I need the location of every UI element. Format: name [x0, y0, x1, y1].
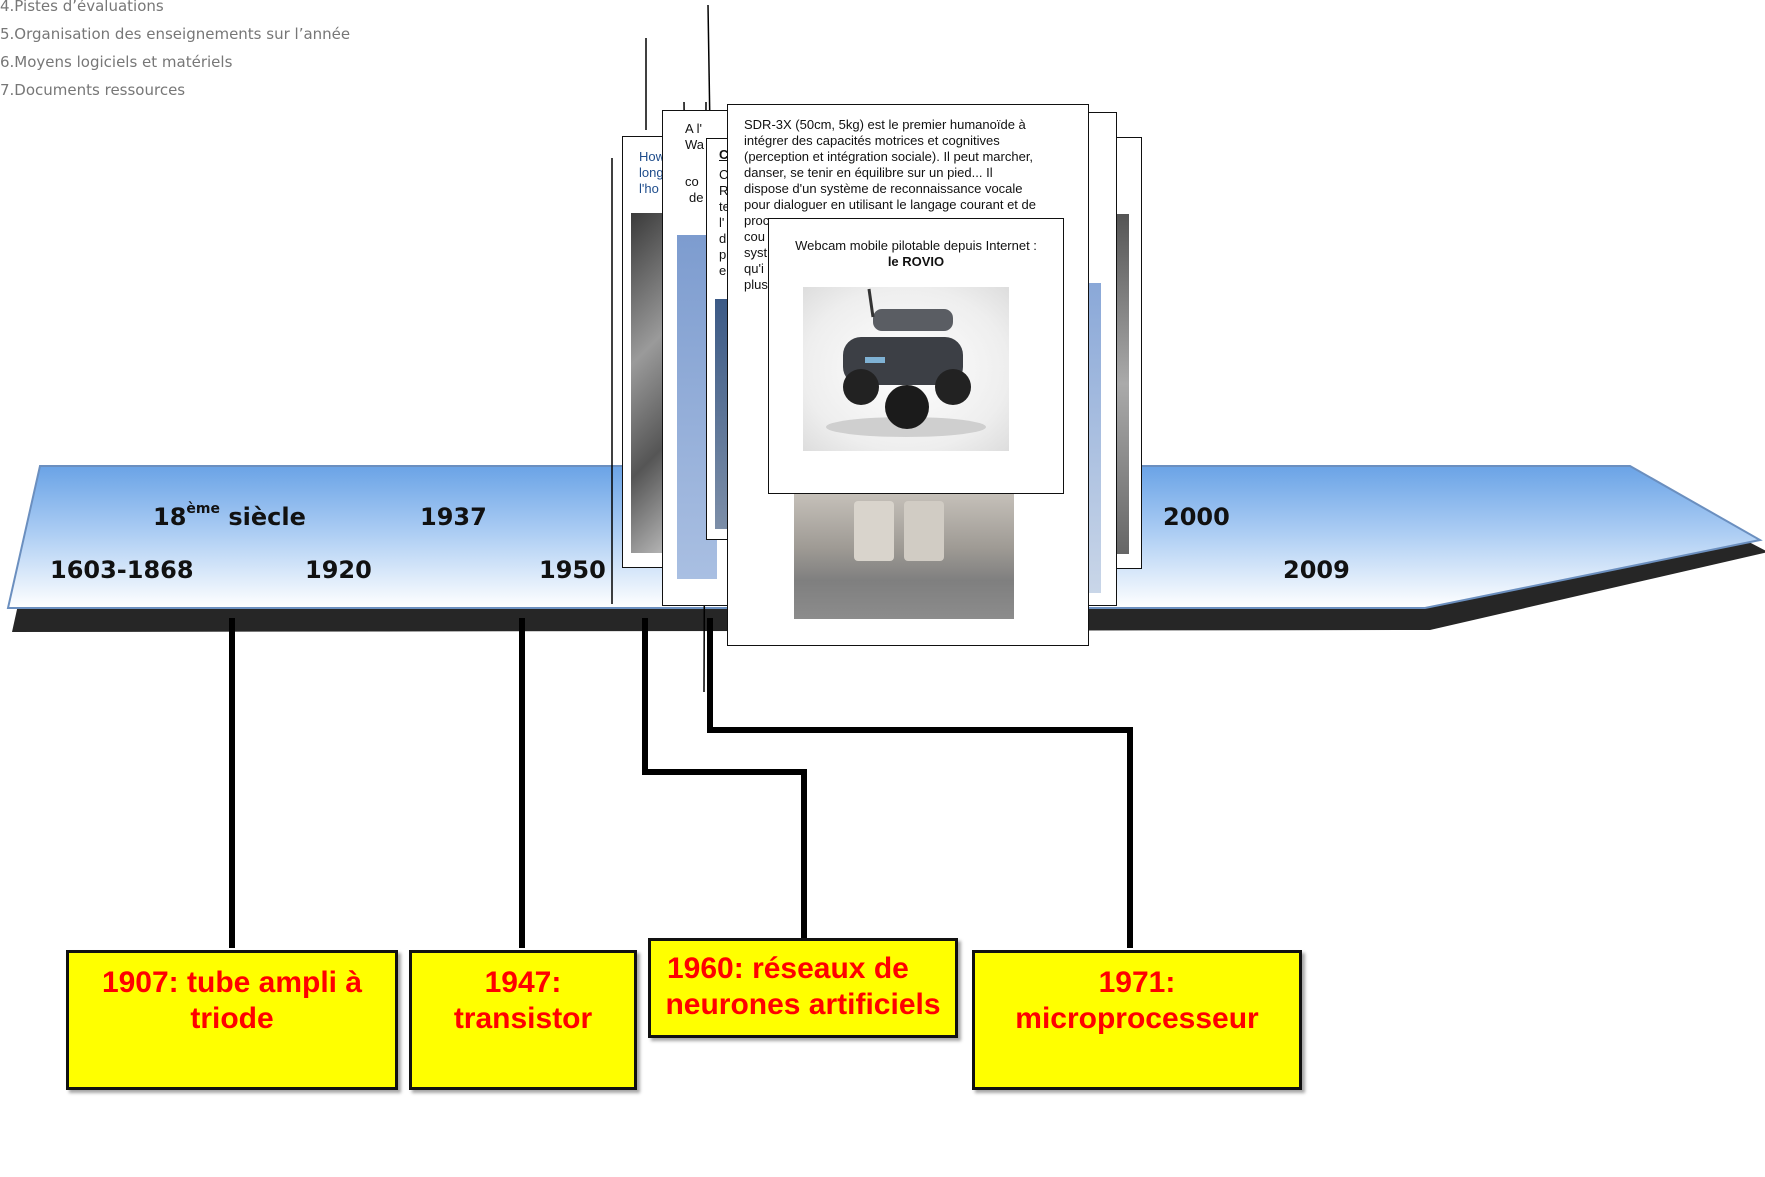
card-b-letter-7: e — [719, 263, 727, 278]
card-b-heading: C — [719, 147, 729, 162]
sdr-partial-2: cou — [744, 229, 765, 244]
milestone-1947-line1: 1947: — [484, 966, 562, 999]
label-1950: 1950 — [539, 556, 606, 584]
card-b-letter-5: d — [719, 231, 727, 246]
card-b-letter-6: p — [719, 247, 727, 262]
milestone-1960-line2: neurones artificiels — [665, 988, 941, 1021]
sdr-partial-1: proc — [744, 213, 770, 228]
milestone-1971-line2: microprocesseur — [1015, 1002, 1259, 1035]
sdr-line-1: SDR-3X (50cm, 5kg) est le premier humano… — [744, 117, 1026, 132]
label-1937: 1937 — [420, 503, 487, 531]
label-18th-century: 18ème siècle — [153, 501, 306, 531]
rovio-photo — [803, 287, 1009, 451]
milestone-1971-line1: 1971: — [1098, 966, 1176, 999]
card-a-sub-2: de — [689, 190, 704, 205]
toc-item-evaluations[interactable]: 4.Pistes d’évaluations — [0, 0, 164, 15]
card-a-line-1: A l' — [685, 121, 702, 136]
sdr-line-2: intégrer des capacités motrices et cogni… — [744, 133, 1000, 148]
toc-item-moyens[interactable]: 6.Moyens logiciels et matériels — [0, 53, 233, 71]
rovio-title: Webcam mobile pilotable depuis Internet … — [795, 238, 1037, 253]
milestone-1947[interactable]: 1947: transistor — [409, 950, 637, 1090]
milestone-1907-line2: triode — [190, 1002, 274, 1035]
rovio-name: le ROVIO — [887, 254, 945, 269]
card-b-letter-2: R — [719, 183, 729, 198]
card-b-letter-1: C — [719, 167, 729, 182]
card-a-line-2: Wa — [685, 137, 705, 152]
card-left-line-1: How — [639, 149, 666, 164]
sdr-line-3: (perception et intégration sociale). Il … — [744, 149, 1034, 164]
label-2009: 2009 — [1283, 556, 1350, 584]
toc-item-documents[interactable]: 7.Documents ressources — [0, 81, 186, 99]
milestone-1947-line2: transistor — [453, 1002, 593, 1035]
card-b-letter-4: l' — [719, 215, 725, 230]
toc-item-organisation[interactable]: 5.Organisation des enseignements sur l’a… — [0, 25, 351, 43]
label-2000: 2000 — [1163, 503, 1230, 531]
sdr-robot-photo — [794, 491, 1014, 619]
card-b-letter-3: te — [719, 199, 730, 214]
milestone-1907[interactable]: 1907: tube ampli à triode — [66, 950, 398, 1090]
milestone-1971[interactable]: 1971: microprocesseur — [972, 950, 1302, 1090]
rovio-robot-icon — [826, 288, 986, 437]
sdr-partial-3: syst — [744, 245, 768, 260]
label-1603-1868: 1603-1868 — [50, 556, 194, 584]
milestone-1907-line1: 1907: tube ampli à — [101, 966, 363, 999]
sdr-line-5: dispose d'un système de reconnaissance v… — [744, 181, 1023, 196]
card-left-line-3: l'ho — [639, 181, 659, 196]
label-1920: 1920 — [305, 556, 372, 584]
sdr-partial-5: plus — [744, 277, 768, 292]
milestone-1960-line1: 1960: réseaux de — [667, 952, 909, 985]
sdr-line-4: danser, se tenir en équilibre sur un pie… — [744, 165, 993, 180]
table-of-contents: 4.Pistes d’évaluations 5.Organisation de… — [0, 0, 350, 104]
sdr-partial-4: qu'i — [744, 261, 764, 276]
sdr-line-6: pour dialoguer en utilisant le langage c… — [744, 197, 1036, 212]
connector-1960 — [642, 618, 807, 938]
card-left-line-2: long — [639, 165, 664, 180]
card-rovio[interactable]: Webcam mobile pilotable depuis Internet … — [768, 218, 1064, 494]
milestone-1960[interactable]: 1960: réseaux de neurones artificiels — [648, 938, 958, 1038]
connector-1971 — [707, 618, 1133, 948]
card-a-sub-1: co — [685, 174, 699, 189]
